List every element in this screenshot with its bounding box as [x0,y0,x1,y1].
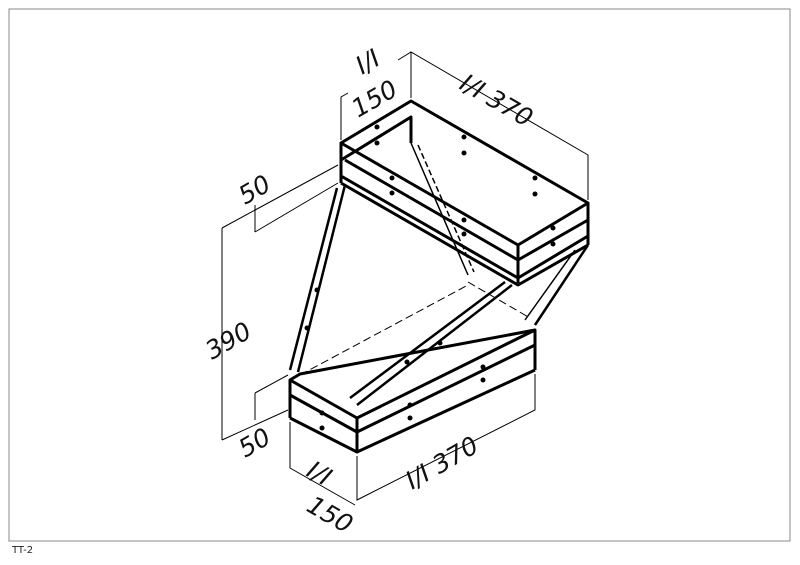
bottom-box [288,328,537,454]
top-width: 150 [347,74,403,123]
transition-panels [288,142,590,406]
bottom-width-prefix: I/I [302,455,337,492]
top-collar-height: 50 [234,169,276,210]
overall-height: 390 [201,316,257,365]
dimension-lines [221,51,589,506]
drawing-code: TT-2 [12,545,34,556]
top-width-prefix: I/I [351,43,386,80]
bottom-width: 150 [302,490,358,539]
top-box [339,99,590,287]
top-length: I/I 370 [455,68,538,133]
bottom-collar-height: 50 [234,422,276,463]
bottom-length: I/I 370 [401,431,484,496]
dimension-labels: I/I 150 I/I 370 50 390 50 I/I 150 I/I 37… [201,43,538,539]
rivet-holes [304,124,556,431]
drawing-frame [8,8,791,542]
duct-transition-part [288,99,590,454]
